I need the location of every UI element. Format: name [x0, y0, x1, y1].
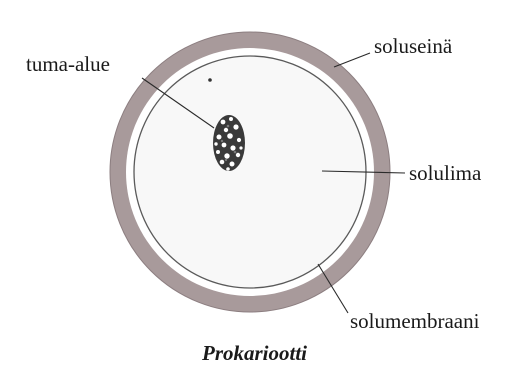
cell-membrane [134, 56, 366, 288]
small-dot [208, 78, 212, 82]
diagram-caption: Prokariootti [201, 341, 307, 365]
label-cell-membrane: solumembraani [350, 309, 480, 333]
leader-cell-wall [334, 53, 370, 67]
label-cell-wall: soluseinä [374, 34, 453, 58]
label-nucleoid: tuma-alue [26, 52, 110, 76]
label-cytoplasm: solulima [409, 161, 482, 185]
nucleoid [213, 115, 245, 171]
